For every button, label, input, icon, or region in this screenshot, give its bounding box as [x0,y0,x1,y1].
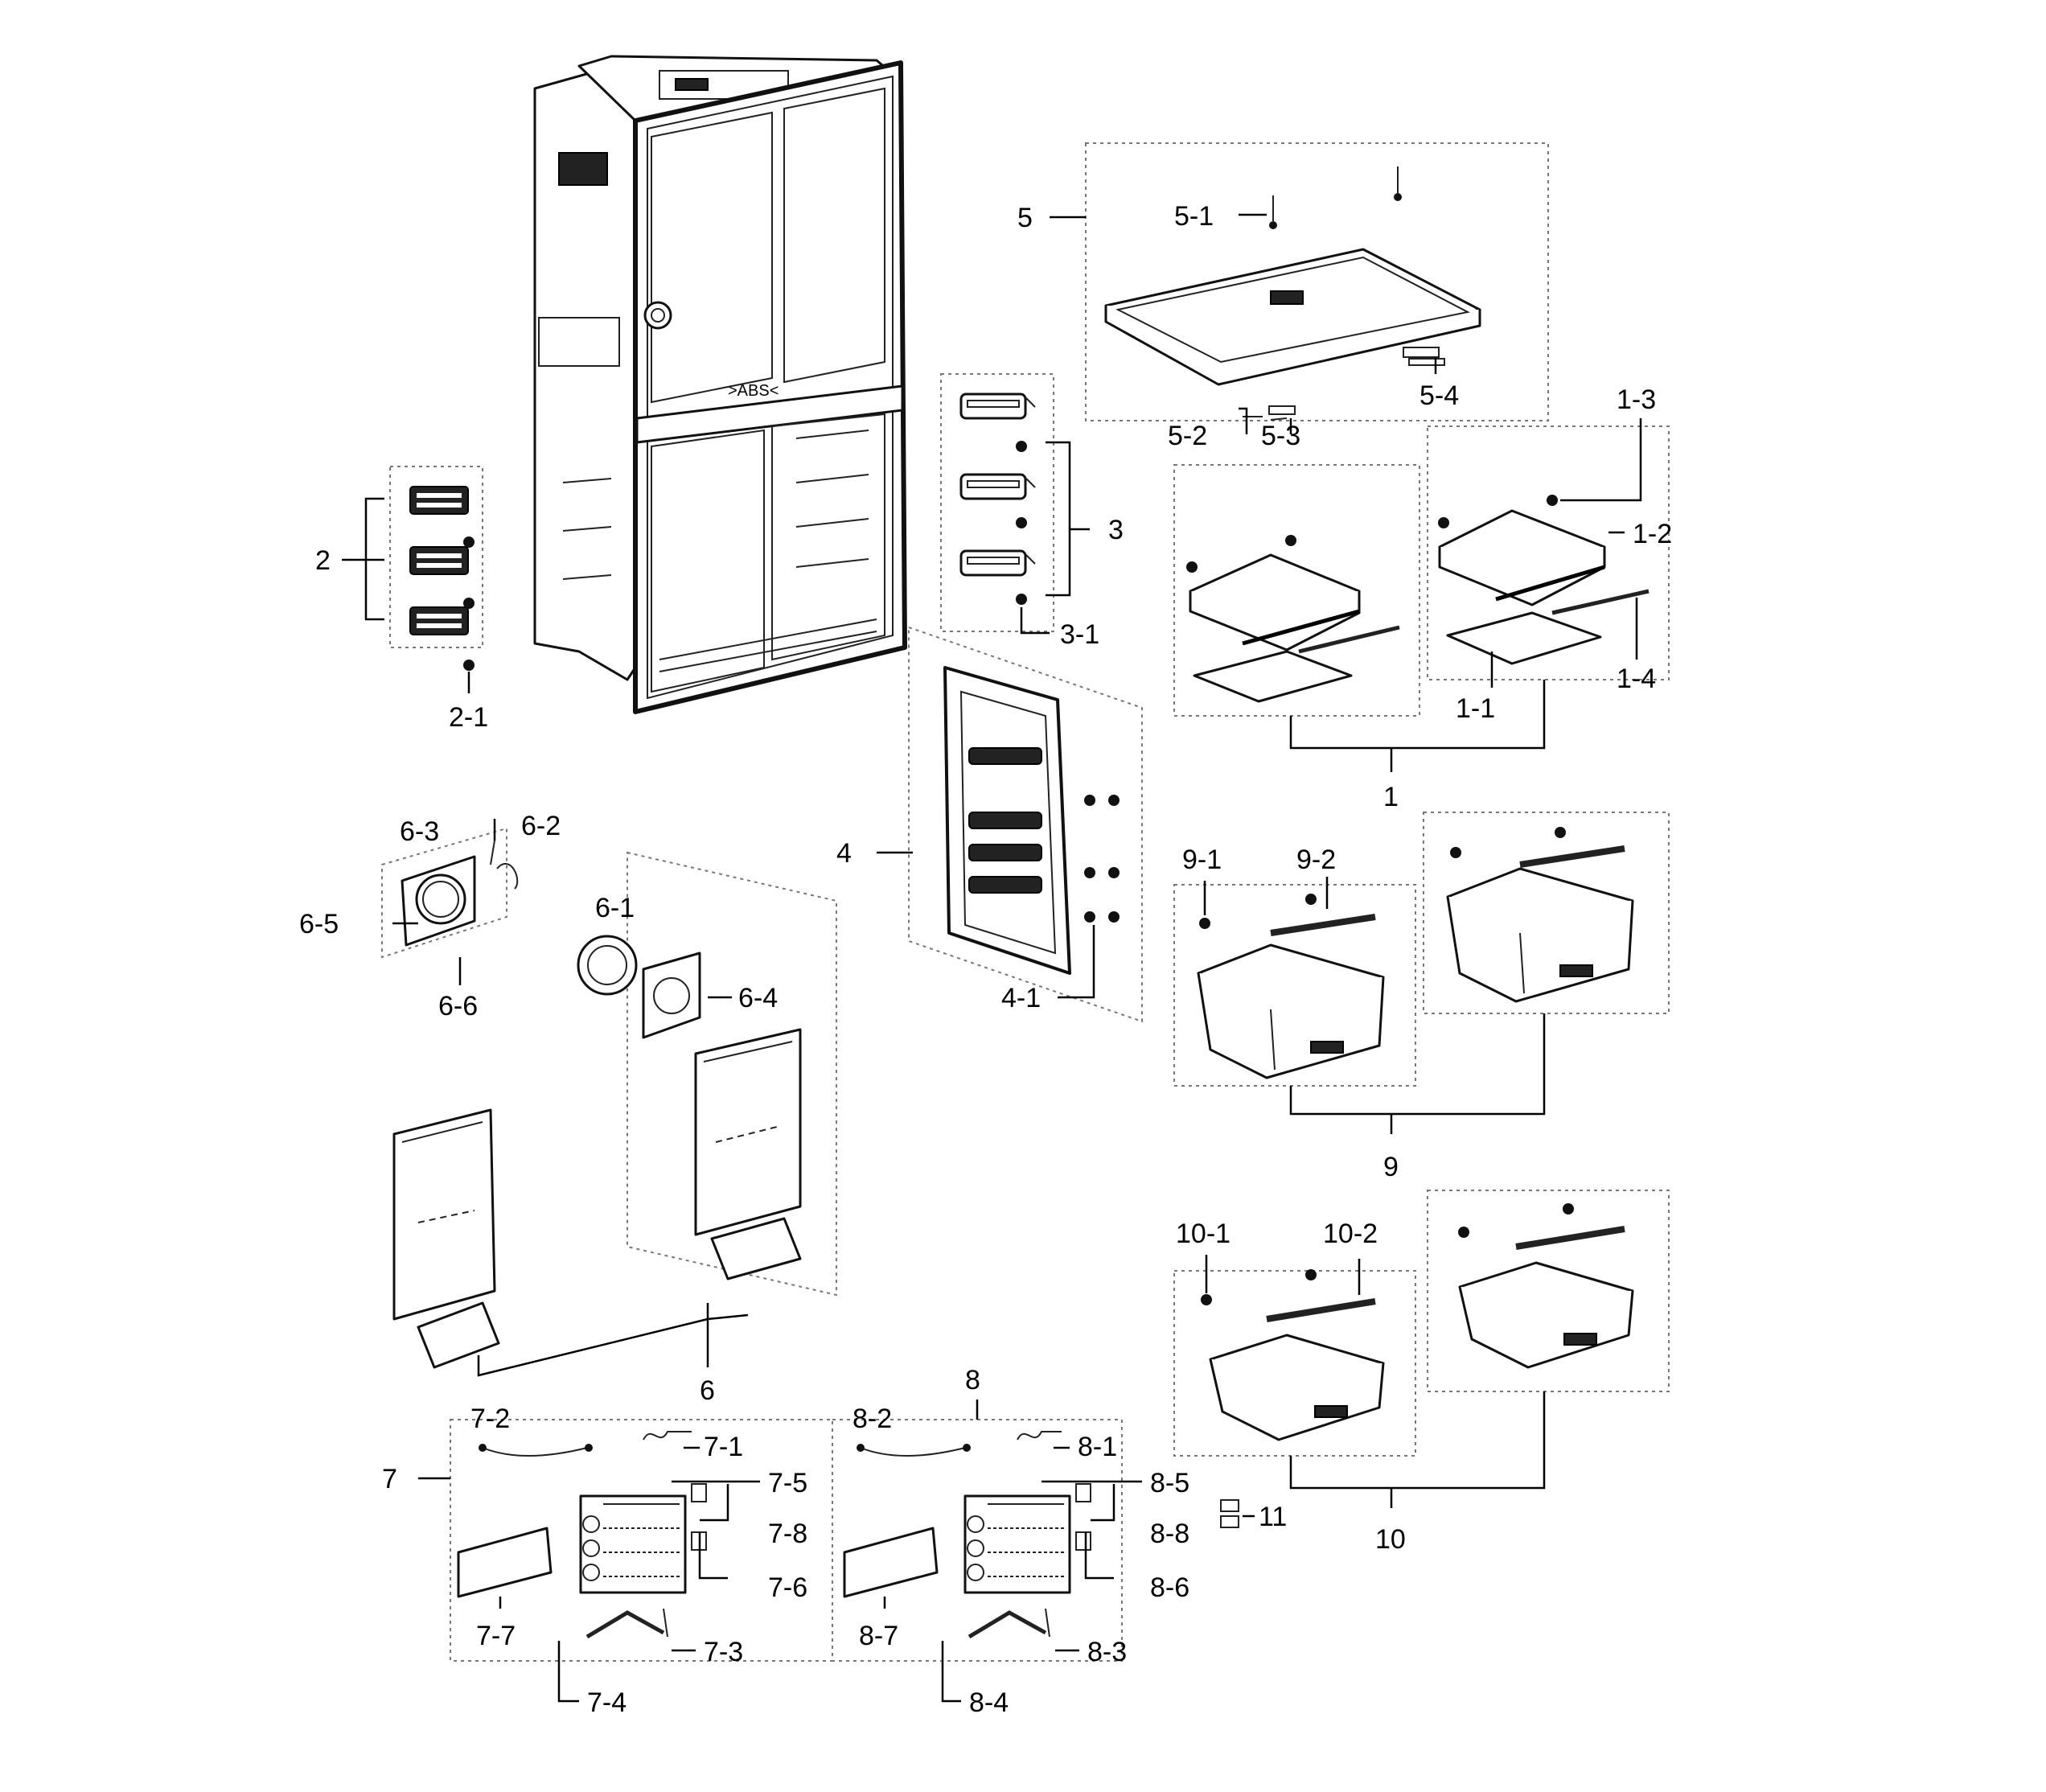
callout-9-2: 9-2 [1296,845,1336,875]
callout-6-3: 6-3 [400,816,439,847]
callout-6-1: 6-1 [595,893,635,923]
part-group-3 [940,373,1090,635]
callout-8-6: 8-6 [1150,1572,1189,1603]
part-group-1 [1173,418,1670,772]
callout-6: 6 [700,1375,715,1406]
callout-9: 9 [1383,1152,1399,1182]
callout-5-4: 5-4 [1419,380,1459,411]
callout-8-3: 8-3 [1087,1637,1127,1667]
part-group-5 [1050,142,1549,434]
callout-labels: 5 5-1 5-2 5-3 5-4 1-3 1-2 1-4 1-1 1 2 2-… [299,201,1672,1718]
callout-8-2: 8-2 [852,1404,892,1434]
callout-10-1: 10-1 [1176,1219,1230,1249]
part-group-6 [381,819,837,1377]
part-group-7 [418,1419,833,1703]
callout-1-4: 1-4 [1617,664,1656,694]
callout-10: 10 [1375,1524,1406,1555]
callout-1: 1 [1383,782,1399,812]
callout-1-3: 1-3 [1617,384,1656,415]
part-group-8 [832,1399,1142,1703]
callout-6-5: 6-5 [299,909,339,939]
refrigerator-cabinet: >ABS< [533,55,907,714]
callout-6-2: 6-2 [521,811,561,841]
part-group-4 [877,626,1143,1023]
callout-5-2: 5-2 [1168,421,1207,451]
callout-7-5: 7-5 [768,1468,807,1498]
callout-11: 11 [1259,1502,1287,1532]
callout-6-6: 6-6 [438,991,478,1021]
callout-7-4: 7-4 [587,1687,627,1718]
callout-3: 3 [1108,515,1124,545]
callout-5-3: 5-3 [1261,421,1300,451]
callout-6-4: 6-4 [738,983,778,1013]
callout-7-7: 7-7 [476,1621,516,1651]
callout-8-4: 8-4 [969,1687,1009,1718]
callout-7: 7 [382,1464,397,1494]
callout-8-5: 8-5 [1150,1468,1189,1498]
callout-3-1: 3-1 [1060,619,1099,650]
cabinet-mark: >ABS< [728,382,779,400]
callout-7-1: 7-1 [704,1432,743,1462]
callout-10-2: 10-2 [1323,1219,1378,1249]
callout-8: 8 [965,1365,980,1395]
callout-1-1: 1-1 [1456,693,1495,724]
callout-5-1: 5-1 [1174,201,1214,232]
callout-4: 4 [836,838,852,869]
callout-8-7: 8-7 [859,1621,898,1651]
callout-7-3: 7-3 [704,1637,743,1667]
part-group-9 [1173,812,1670,1134]
part-group-2 [342,466,483,693]
callout-2-1: 2-1 [449,702,488,733]
callout-8-8: 8-8 [1150,1519,1189,1549]
callout-4-1: 4-1 [1001,983,1041,1013]
callout-1-2: 1-2 [1633,519,1672,549]
callout-9-1: 9-1 [1182,845,1222,875]
callout-7-6: 7-6 [768,1572,807,1603]
callout-8-1: 8-1 [1078,1432,1117,1462]
callout-7-8: 7-8 [768,1519,807,1549]
part-group-10 [1173,1190,1670,1528]
callout-5: 5 [1017,203,1033,233]
callout-7-2: 7-2 [470,1404,510,1434]
callout-2: 2 [315,545,331,576]
